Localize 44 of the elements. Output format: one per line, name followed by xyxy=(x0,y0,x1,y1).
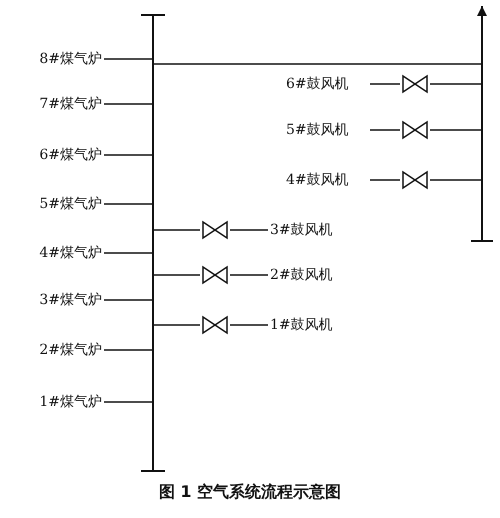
furnace-label: 6#煤气炉 xyxy=(8,145,102,165)
blower-label: 1#鼓风机 xyxy=(270,315,352,335)
furnace-label: 7#煤气炉 xyxy=(8,94,102,114)
pipe-line xyxy=(104,103,153,105)
furnace-label: 3#煤气炉 xyxy=(8,290,102,310)
pipe-line xyxy=(230,274,268,276)
furnace-label: 2#煤气炉 xyxy=(8,340,102,360)
pipe-line xyxy=(104,154,153,156)
pipe-line xyxy=(104,58,153,60)
valve-symbol xyxy=(202,221,228,239)
pipe-with-direction-arrow xyxy=(470,6,494,242)
blower-label: 6#鼓风机 xyxy=(286,74,368,94)
pipe-line xyxy=(104,203,153,205)
pipe-line xyxy=(153,274,200,276)
furnace-label: 8#煤气炉 xyxy=(8,49,102,69)
pipe-line xyxy=(153,324,200,326)
valve-symbol xyxy=(402,121,428,139)
pipe-line xyxy=(430,129,482,131)
pipe-line xyxy=(430,179,482,181)
pipe-line xyxy=(430,83,482,85)
pipe-line xyxy=(370,179,400,181)
valve-symbol xyxy=(202,316,228,334)
valve-symbol xyxy=(202,266,228,284)
pipe-line xyxy=(104,299,153,301)
valve-symbol xyxy=(402,75,428,93)
furnace-label: 5#煤气炉 xyxy=(8,194,102,214)
pipe-line xyxy=(230,229,268,231)
furnace-label: 1#煤气炉 xyxy=(8,392,102,412)
pipe-line xyxy=(153,63,482,65)
blower-label: 4#鼓风机 xyxy=(286,170,368,190)
pipe-line xyxy=(370,83,400,85)
valve-symbol xyxy=(402,171,428,189)
pipe-line xyxy=(104,349,153,351)
main-pipe xyxy=(140,14,166,472)
blower-label: 3#鼓风机 xyxy=(270,220,352,240)
figure-caption: 图 1 空气系统流程示意图 xyxy=(158,482,342,503)
pipe-line xyxy=(370,129,400,131)
pipe-line xyxy=(104,401,153,403)
pipe-line xyxy=(104,252,153,254)
furnace-label: 4#煤气炉 xyxy=(8,243,102,263)
pipe-line xyxy=(230,324,268,326)
blower-label: 2#鼓风机 xyxy=(270,265,352,285)
blower-label: 5#鼓风机 xyxy=(286,120,368,140)
pipe-line xyxy=(153,229,200,231)
